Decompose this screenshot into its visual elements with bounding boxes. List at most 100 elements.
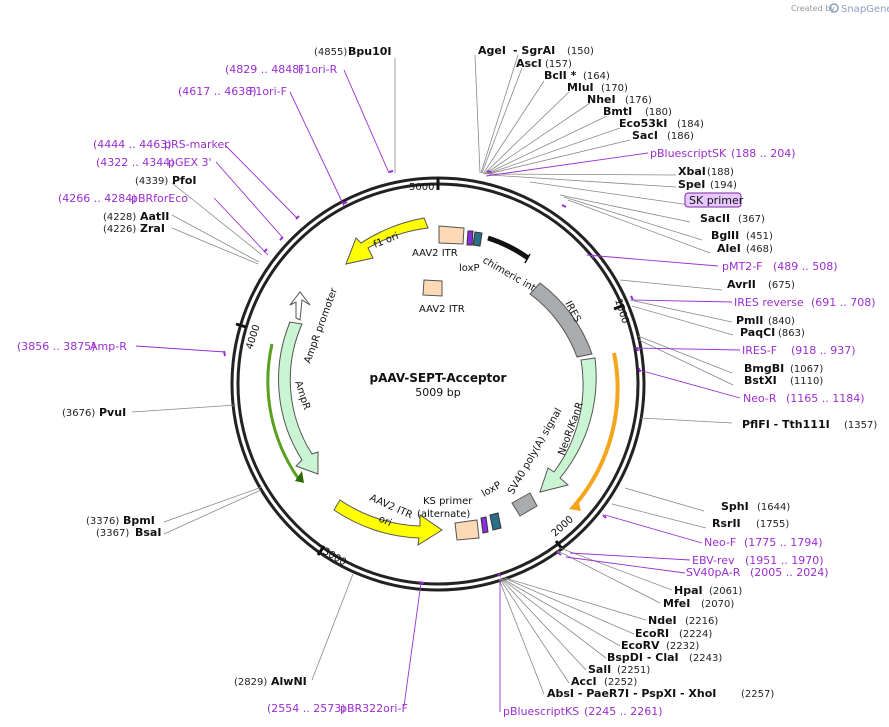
ampr-promoter-arrow [289, 291, 311, 321]
primer-position: (489 .. 508) [773, 260, 838, 273]
tick-3000: 3000 [321, 546, 349, 568]
primer-label: F1ori-R [298, 63, 338, 76]
primer-label: Neo-R [743, 392, 777, 405]
primer-label: pRS-marker [164, 138, 229, 151]
enzyme-label: PaqCI [740, 326, 775, 339]
loxp-top-label: loxP [459, 263, 480, 274]
ampr-label: AmpR [292, 380, 312, 412]
enzyme-position: (2252) [604, 677, 637, 688]
enzyme-label: NheI [587, 93, 616, 106]
enzyme-label: EcoRV [621, 639, 660, 652]
enzyme-label: AccI [571, 675, 597, 688]
enzyme-position: (186) [667, 131, 694, 142]
enzyme-position: (4855) [314, 47, 347, 58]
enzyme-label: MfeI [663, 597, 690, 610]
enzyme-label: Eco53kI [619, 117, 667, 130]
primer-position: (2005 .. 2024) [750, 566, 829, 579]
sk-primer-box [684, 192, 742, 208]
enzyme-position: (1755) [756, 519, 789, 530]
enzyme-label: EcoRI [635, 627, 669, 640]
leader-lines [131, 54, 734, 695]
ampr-promoter-label: AmpR promoter [302, 286, 340, 365]
primer-label: Neo-F [704, 536, 736, 549]
primer-position: (4444 .. 4463) [93, 138, 172, 151]
enzyme-position: (2243) [689, 653, 722, 664]
enzyme-position: (2232) [666, 641, 699, 652]
enzyme-label: BglII [711, 229, 739, 242]
primer-leader-lines [135, 69, 741, 712]
primer-position: (3856 .. 3875) [17, 340, 96, 353]
enzyme-position: (4226) [103, 224, 136, 235]
tick-2000: 2000 [550, 514, 576, 539]
enzyme-position: (170) [601, 83, 628, 94]
enzyme-label: BstXI [744, 374, 777, 387]
enzyme-position: (150) [567, 46, 594, 57]
ampr-arrow [278, 321, 319, 475]
aav2-itr-top-box [438, 225, 465, 245]
enzyme-position: (194) [710, 180, 737, 191]
enzyme-position: (840) [768, 316, 795, 327]
aav2-itr-mid-label: AAV2 ITR [419, 304, 465, 315]
enzyme-position: (2224) [679, 629, 712, 640]
primer-label: EBV-rev [692, 554, 735, 567]
enzyme-position: (157) [545, 59, 572, 70]
enzyme-label: AlwNI [271, 675, 307, 688]
primer-label: pBluescriptKS [503, 705, 579, 718]
right-feature-labels: pBluescriptSK (188 .. 204) XbaI (188) Sp… [503, 147, 877, 718]
ori-arrow [333, 499, 443, 546]
primer-position: (1951 .. 1970) [745, 554, 824, 567]
primer-label: pBluescriptSK [650, 147, 727, 160]
right-top-enzyme-labels: AgeI - SgrAI (150) AscI (157) BclI * (16… [478, 44, 704, 142]
f1-ori-arrow [345, 217, 429, 265]
primer-position: (918 .. 937) [791, 344, 856, 357]
enzyme-position: (1110) [790, 376, 823, 387]
enzyme-position: (4339) [135, 176, 168, 187]
enzyme-position: (176) [625, 95, 652, 106]
ampr-green-arc [266, 343, 300, 479]
enzyme-label: RsrII [712, 517, 741, 530]
enzyme-position: (863) [778, 328, 805, 339]
tick-marks [235, 178, 625, 556]
primer-label: pGEX 3' [168, 156, 212, 169]
primer-label: pBR322ori-F [340, 702, 408, 715]
enzyme-label: AscI [516, 57, 542, 70]
enzyme-label: AgeI [478, 44, 506, 57]
primer-label: Amp-R [90, 340, 127, 353]
primer-position: (691 .. 708) [811, 296, 876, 309]
orange-feature-arc [573, 352, 620, 507]
primer-position: (188 .. 204) [731, 147, 796, 160]
enzyme-position: (1067) [790, 364, 823, 375]
primer-position: (2245 .. 2261) [584, 705, 663, 718]
enzyme-label: NdeI [648, 614, 677, 627]
enzyme-label: ZraI [140, 222, 165, 235]
primer-ticks [223, 170, 641, 584]
enzyme-position: (180) [645, 107, 672, 118]
primer-position: (4322 .. 4344) [96, 156, 175, 169]
enzyme-label: - SgrAI [513, 44, 555, 57]
ampr-green-arrow-head [295, 471, 304, 483]
primer-position: (4829 .. 4848) [225, 63, 304, 76]
ks-primer-label: KS primer [423, 496, 473, 507]
enzyme-position: (164) [583, 71, 610, 82]
enzyme-position: (184) [677, 119, 704, 130]
sk-primer-label: SK primer [689, 194, 744, 207]
plasmid-name: pAAV-SEPT-Acceptor [370, 371, 507, 385]
enzyme-position: (2216) [685, 616, 718, 627]
enzyme-label: BclI * [544, 69, 577, 82]
enzyme-label: SacI [632, 129, 658, 142]
enzyme-label: AvrII [727, 278, 756, 291]
enzyme-label: BmtI [603, 105, 632, 118]
enzyme-position: (468) [746, 244, 773, 255]
primer-position: (1165 .. 1184) [786, 392, 865, 405]
enzyme-label: SalI [588, 663, 611, 676]
loxp-bottom-box [489, 512, 502, 531]
enzyme-label: AleI [717, 242, 741, 255]
left-feature-labels: (4855) Bpu10I (4829 .. 4848) F1ori-R (46… [17, 45, 408, 715]
snapgene-brand: SnapGene [841, 4, 889, 15]
enzyme-position: (188) [707, 167, 734, 178]
primer-position: (2554 .. 2573) [267, 702, 346, 715]
primer-position: (1775 .. 1794) [744, 536, 823, 549]
loxp-top-box [472, 231, 483, 247]
primer-position: (4266 .. 4284) [58, 192, 137, 205]
